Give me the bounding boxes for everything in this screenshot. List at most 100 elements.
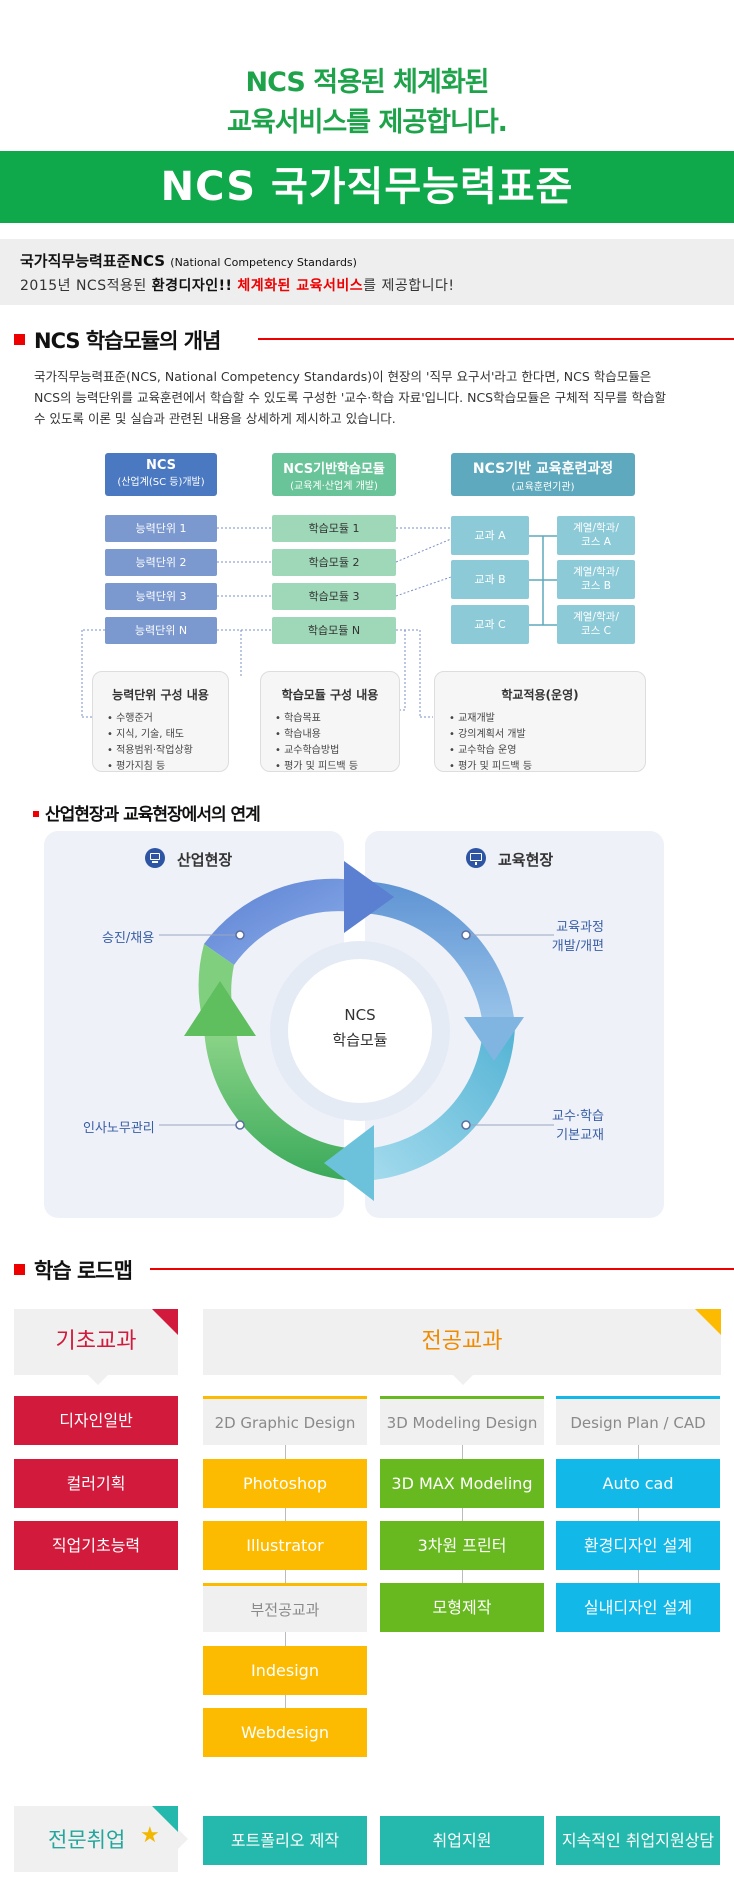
unit-2: 능력단위 2 [105,549,217,576]
subheading-main: 국가직무능력표준NCS [20,252,166,270]
section-marker [14,334,25,345]
info-modules-text: 교수학습방법 [284,745,340,756]
col-3d-item-1: 3D MAX Modeling [380,1459,544,1508]
industry-title: 산업현장 [177,851,233,869]
label-promotion: 승진/채용 [102,931,155,946]
unit-3: 능력단위 3 [105,583,217,610]
basic-item-1: 디자인일반 [14,1396,178,1445]
course-header-sub: (교육훈련기관) [511,482,575,493]
info-modules-item: • 평가 및 피드백 등 [275,761,359,772]
module-1: 학습모듈 1 [272,515,396,542]
subheading-box: 국가직무능력표준NCS (National Competency Standar… [0,239,734,305]
label-textbook-2: 기본교재 [556,1128,604,1143]
col-2d-title: 2D Graphic Design [203,1396,367,1445]
info-units-item: • 적용범위·작업상황 [107,745,193,756]
label-hr: 인사노무관리 [83,1121,155,1136]
info-school-item: • 평가 및 피드백 등 [449,761,533,772]
cycle-diagram [159,861,554,1201]
career-item-2: 취업지원 [380,1816,544,1865]
info-units-text: 평가지침 등 [116,761,166,772]
section-title-concept: NCS 학습모듈의 개념 [34,329,221,353]
career-title: 전문취업 [48,1828,126,1852]
career-item-1: 포트폴리오 제작 [203,1816,367,1865]
education-title: 교육현장 [498,851,554,869]
course-header: NCS기반 교육훈련과정 (교육훈련기관) [451,453,635,496]
col-cad-item-3: 실내디자인 설계 [556,1583,720,1632]
career-item-3: 지속적인 취업지원상담 [556,1816,720,1865]
course-b: 계열/학과/코스 B [557,560,635,599]
monitor-icon [145,848,165,868]
col-3d-item-2: 3차원 프린터 [380,1521,544,1570]
label-curriculum-1: 교육과정 [556,920,604,935]
module-2: 학습모듈 2 [272,549,396,576]
course-c-line1: 계열/학과/ [573,611,619,623]
col-2d-item-2: Illustrator [203,1521,367,1570]
col-3d-title: 3D Modeling Design [380,1396,544,1445]
basic-header: 기초교과 [14,1309,178,1385]
module-header: NCS기반학습모듈 (교육계·산업계 개발) [272,453,396,496]
ncs-header-title: NCS [145,458,177,473]
info-modules-title: 학습모듈 구성 내용 [281,688,379,702]
info-modules-item: • 학습목표 [275,713,321,724]
info-units-text: 수행준거 [116,713,153,724]
subheading-c: 체계화된 교육서비스 [237,278,364,294]
section-marker [33,811,39,817]
col-cad-item-2: 환경디자인 설계 [556,1521,720,1570]
module-header-title: NCS기반학습모듈 [283,462,385,477]
hero-line-1: NCS 적용된 체계화된 [245,67,489,98]
course-header-title: NCS기반 교육훈련과정 [472,461,614,477]
subheading-line-1: 국가직무능력표준NCS (National Competency Standar… [20,250,357,271]
col-2d-sub-item-2: Webdesign [203,1708,367,1757]
info-school-item: • 강의계획서 개발 [449,729,526,740]
course-b-line2: 코스 B [581,580,611,592]
banner-title: NCS 국가직무능력표준 [0,151,734,223]
section-marker [14,1264,25,1275]
major-title: 전공교과 [421,1329,503,1354]
course-b-line1: 계열/학과/ [573,566,619,578]
label-textbook-1: 교수·학습 [552,1109,604,1124]
info-modules-item: • 학습내용 [275,729,321,740]
class-b: 교과 B [451,560,529,599]
hero-line-2: 교육서비스를 제공합니다. [227,107,508,138]
col-2d-sub-item-1: Indesign [203,1646,367,1695]
class-a: 교과 A [451,516,529,555]
col-cad-item-1: Auto cad [556,1459,720,1508]
subheading-a: 2015년 NCS적용된 [20,278,147,294]
basic-item-2: 컬러기획 [14,1459,178,1508]
unit-n: 능력단위 N [105,617,217,644]
career-header: 전문취업 ★ [14,1806,188,1872]
info-school: 학교적용(운영) • 교재개발 • 강의계획서 개발 • 교수학습 운영 • 평… [434,671,646,772]
subheading-small: (National Competency Standards) [170,256,357,269]
subheading-line-2: 2015년 NCS적용된 환경디자인!! 체계화된 교육서비스를 제공합니다! [20,275,454,295]
subheading-d: 를 제공합니다! [363,278,455,294]
connector [462,1444,463,1584]
info-modules: 학습모듈 구성 내용 • 학습목표 • 학습내용 • 교수학습방법 • 평가 및… [260,671,400,772]
course-a-line1: 계열/학과/ [573,522,619,534]
center-label-1: NCS [344,1006,376,1024]
subheading-b: 환경디자인!! [151,278,233,294]
info-school-text: 교재개발 [458,713,495,724]
connector [638,1444,639,1584]
star-icon: ★ [140,1823,160,1848]
board-icon [466,848,486,868]
col-2d-item-1: Photoshop [203,1459,367,1508]
info-school-item: • 교재개발 [449,713,495,724]
course-a-line2: 코스 A [581,536,611,548]
info-modules-text: 학습내용 [284,729,321,740]
info-units: 능력단위 구성 내용 • 수행준거 • 지식, 기술, 태도 • 적용범위·작업… [92,671,229,772]
info-units-item: • 평가지침 등 [107,761,166,772]
info-modules-text: 학습목표 [284,713,321,724]
info-school-text: 평가 및 피드백 등 [458,761,533,772]
diagram-connectors [81,527,557,718]
section-line [150,1268,734,1270]
basic-item-3: 직업기초능력 [14,1521,178,1570]
course-c-line2: 코스 C [581,625,611,637]
label-curriculum: 교육과정 개발/개편 [520,916,604,954]
module-header-sub: (교육계·산업계 개발) [290,481,378,492]
course-c: 계열/학과/코스 C [557,605,635,644]
section-line [258,338,734,340]
info-modules-item: • 교수학습방법 [275,745,340,756]
ncs-header: NCS (산업계(SC 등)개발) [105,453,217,496]
info-school-title: 학교적용(운영) [501,688,579,702]
